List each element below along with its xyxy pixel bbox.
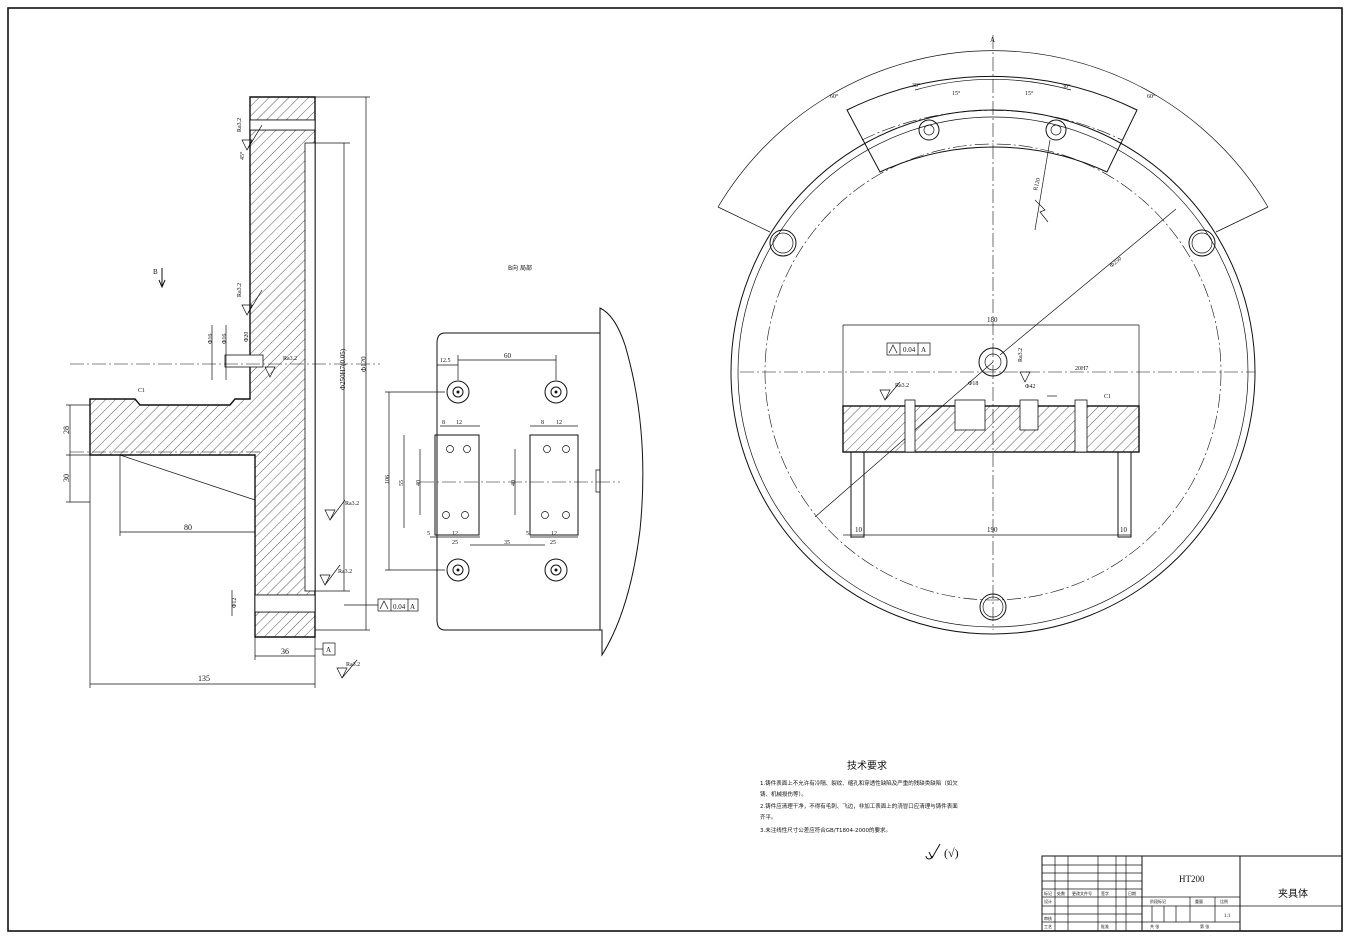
- rv-angle-30r: 30°: [1062, 83, 1071, 90]
- dim-36: 36: [281, 647, 289, 656]
- mv-dim-8b: 8: [541, 420, 544, 426]
- rv-dim-phi18: Φ18: [968, 381, 978, 387]
- ra-6: Ra3.2: [346, 662, 360, 668]
- view-b-label: B: [153, 268, 158, 276]
- mv-dim-12-5: 12.5: [440, 358, 451, 364]
- tb-row-check: 审核: [1044, 915, 1052, 921]
- mv-dim-106: 106: [385, 475, 391, 484]
- ra-3: Ra3.2: [283, 356, 297, 362]
- rv-datum-tol: 0.04: [903, 346, 916, 354]
- tb-stage-mark: 阶段标记: [1150, 898, 1166, 904]
- ra-1: Ra3.2: [237, 118, 243, 132]
- datum-tol-left: 0.04: [393, 603, 406, 611]
- mv-dim-8a: 8: [442, 420, 445, 426]
- roughness-general-icon: [925, 843, 941, 860]
- mv-dim-12a: 12: [456, 420, 462, 426]
- mv-dim-25a: 25: [452, 540, 458, 546]
- flange-section: [89, 96, 316, 638]
- tech-line3: 3.未注线性尺寸公差应符合GB/T1804-2000的要求。: [760, 826, 891, 834]
- rv-dim-h: 20H7: [1075, 366, 1088, 372]
- mv-dim-40a: 40: [416, 480, 422, 486]
- tech-line1: 1.铸件表面上不允许有冷隔、裂纹、缩孔和穿透性缺陷及严重的残缺类缺陷（如欠: [760, 779, 958, 787]
- rv-angle-60l: 60°: [830, 93, 839, 100]
- tech-line2b: 齐平。: [760, 813, 777, 821]
- rv-ra-2: Ra3.2: [1018, 348, 1024, 362]
- rv-angle-60r: 60°: [1147, 93, 1156, 100]
- datum-box-left: A: [326, 646, 331, 654]
- dim-80: 80: [184, 523, 192, 532]
- middle-view-b: [385, 307, 644, 657]
- tb-col-count: 处数: [1057, 890, 1065, 896]
- rv-angle-15l: 15°: [952, 90, 961, 97]
- mv-dim-5b: 5: [526, 531, 529, 537]
- tb-col-mark: 标记: [1044, 890, 1052, 896]
- mv-dim-25b: 25: [550, 540, 556, 546]
- rv-dim-10l: 10: [855, 526, 863, 534]
- mv-dim-5a: 5: [427, 531, 430, 537]
- rv-dim-10r: 10: [1120, 526, 1128, 534]
- tb-row-process: 工艺: [1044, 924, 1052, 929]
- dim-phi250: Φ250H7(0.05): [339, 348, 347, 390]
- datum-ref-left: A: [410, 603, 415, 611]
- view-b-caption: B向 局部: [508, 264, 532, 272]
- mv-dim-55: 55: [399, 480, 405, 486]
- dim-30: 30: [62, 474, 71, 482]
- dim-c1: C1: [138, 388, 145, 394]
- mv-dim-35: 35: [504, 540, 510, 546]
- rv-datum-ref: A: [921, 346, 926, 354]
- rv-ra-1: Ra3.2: [895, 383, 909, 389]
- ra-2: Ra3.2: [237, 283, 243, 297]
- tech-line1b: 铸、机械损伤等）。: [760, 790, 807, 798]
- right-plan-view: [717, 35, 1269, 635]
- ra-5: Ra3.2: [338, 569, 352, 575]
- mv-dim-12c: 12: [452, 531, 458, 537]
- dim-phi12: Φ12: [232, 598, 238, 608]
- dim-phi20: Φ20: [244, 332, 250, 342]
- rv-angle-30l: 30°: [912, 82, 921, 89]
- dim-phi16b: Φ16: [222, 334, 228, 344]
- tb-part-name: 夹具体: [1278, 887, 1308, 900]
- ra-4: Ra3.2: [345, 501, 359, 507]
- left-section-view: [66, 96, 419, 688]
- tb-material: HT200: [1179, 874, 1205, 884]
- tb-sheet-total: 共 张: [1150, 923, 1159, 929]
- dim-28: 28: [62, 426, 71, 434]
- rv-dim-180: 180: [987, 316, 998, 324]
- dim-135: 135: [198, 674, 210, 683]
- rv-dim-c1: C1: [1104, 394, 1111, 400]
- mark-a-top: A: [990, 36, 995, 44]
- roughness-other: (√): [944, 846, 959, 860]
- mv-dim-60: 60: [504, 352, 512, 360]
- rv-dim-r120: R120: [1033, 177, 1042, 191]
- tb-scale: 1:1: [1224, 914, 1231, 919]
- tb-weight: 重量: [1195, 898, 1203, 904]
- tech-line2: 2.铸件应清理干净，不得有毛刺、飞边，非加工表面上的浇冒口应清理与铸件表面: [760, 802, 958, 810]
- sheet-frame: [7, 7, 1343, 932]
- rv-dim-phi42: Φ42: [1025, 384, 1035, 390]
- rv-angle-15r: 15°: [1025, 90, 1034, 97]
- tb-col-doc: 更改文件号: [1072, 890, 1092, 896]
- rv-dim-phi250: Φ250: [1109, 256, 1123, 269]
- tb-col-date: 日期: [1128, 890, 1136, 896]
- tb-ratio: 比例: [1220, 898, 1228, 904]
- title-block: [1041, 855, 1343, 932]
- dim-45: 45°: [239, 151, 246, 160]
- dim-phi120: Φ120: [360, 356, 368, 372]
- tb-row-design: 设计: [1044, 898, 1052, 904]
- mv-dim-12b: 12: [556, 420, 562, 426]
- dim-phi16a: Φ16: [208, 334, 214, 344]
- tb-col-sign: 签字: [1101, 890, 1109, 896]
- rv-dim-190: 190: [987, 526, 998, 534]
- tb-row-approve: 批准: [1101, 923, 1109, 929]
- mv-dim-40b: 40: [511, 480, 517, 486]
- tb-sheet-no: 第 张: [1200, 923, 1209, 929]
- tech-title: 技术要求: [847, 759, 887, 772]
- mv-dim-12d: 12: [551, 531, 557, 537]
